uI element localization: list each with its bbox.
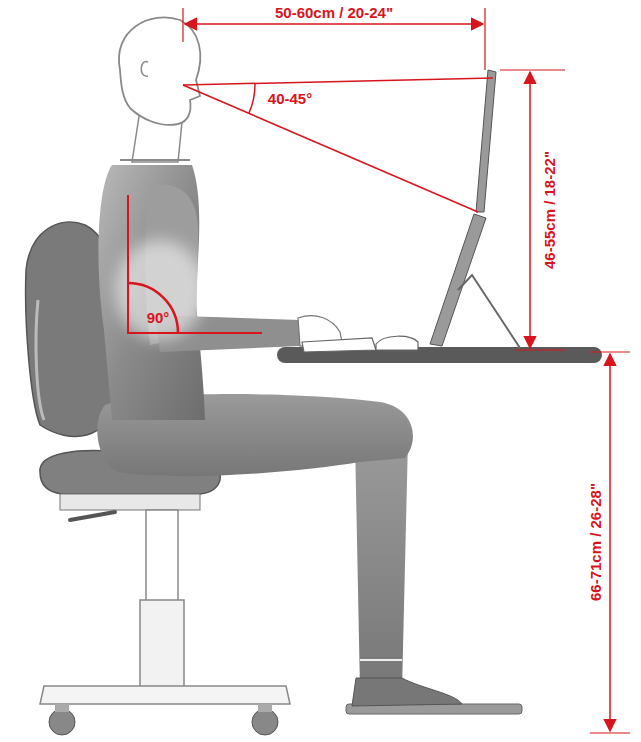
caster-stem	[55, 704, 69, 712]
dimension-line	[609, 354, 611, 731]
dimension-label: 90°	[147, 310, 170, 325]
backrest-frame	[36, 300, 44, 420]
caster-wheel	[49, 709, 75, 735]
sight-line	[183, 78, 493, 85]
chair-column-base	[140, 600, 184, 692]
sock-line	[360, 659, 402, 661]
dimension-tick	[500, 69, 565, 70]
chair-base	[40, 686, 290, 704]
caster-wheel	[252, 709, 278, 735]
caster-stem	[258, 704, 272, 712]
keyboard	[302, 338, 376, 352]
head	[119, 17, 200, 124]
torso	[98, 165, 205, 420]
dimension-tick	[484, 8, 485, 70]
dimension-line	[529, 72, 531, 348]
seat-lever	[70, 512, 115, 520]
shoe	[352, 678, 462, 706]
seat-mechanism	[60, 494, 200, 510]
dimension-tick	[590, 351, 630, 352]
dimension-tick	[515, 349, 565, 350]
lower-leg	[355, 440, 408, 690]
dimension-label: 66-71cm / 26-28"	[588, 483, 603, 601]
collar	[120, 159, 190, 161]
dimension-label: 50-60cm / 20-24"	[275, 5, 393, 20]
monitor-upper-screen	[476, 70, 496, 212]
mouse	[376, 336, 418, 350]
dimension-line	[185, 23, 483, 25]
elbow-angle-lines	[128, 195, 262, 333]
dimension-label: 46-55cm / 18-22"	[542, 151, 557, 269]
dimension-tick	[182, 8, 183, 42]
elbow-angle-arc	[128, 283, 178, 333]
monitor-stand	[458, 275, 520, 348]
monitor-lower-screen	[430, 214, 486, 346]
chair-column	[146, 510, 178, 605]
dimension-tick	[590, 732, 630, 733]
dimension-label: 40-45°	[268, 91, 312, 106]
sight-line	[183, 85, 478, 212]
ear	[141, 61, 148, 76]
sight-angle-arc	[249, 84, 255, 113]
